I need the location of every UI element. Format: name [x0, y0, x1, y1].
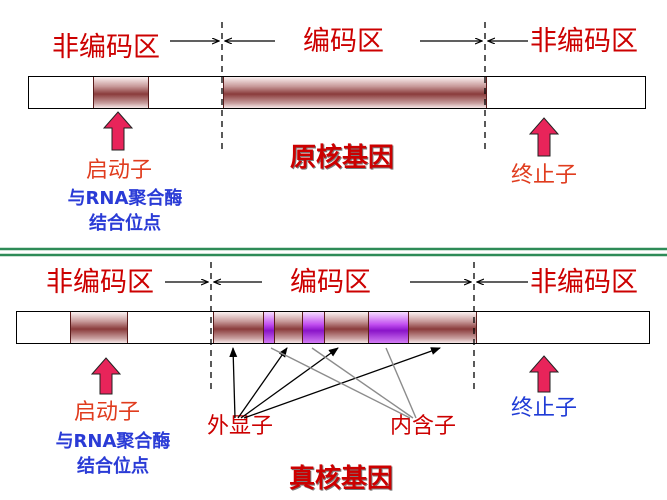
euk-intron-3 — [368, 312, 410, 343]
euk-title: 真核基因 — [289, 464, 394, 494]
euk-rnapol-label-1: 与RNA聚合酶 — [55, 431, 171, 452]
prok-coding-label: 编码区 — [303, 26, 384, 57]
prok-left-noncoding-label: 非编码区 — [52, 32, 160, 63]
prok-terminator-label: 终止子 — [511, 163, 578, 188]
euk-exon-4 — [408, 312, 477, 343]
prok-gene-bar — [28, 76, 646, 109]
intron-pointer-3 — [385, 347, 417, 419]
euk-promoter-arrow-icon — [90, 357, 122, 395]
prok-rnapol-label-2: 结合位点 — [89, 213, 161, 234]
euk-right-noncoding-label: 非编码区 — [530, 267, 638, 298]
euk-intron-label: 内含子 — [390, 414, 457, 439]
euk-promoter-segment — [70, 312, 128, 343]
euk-terminator-label: 终止子 — [511, 396, 578, 421]
euk-left-noncoding-label: 非编码区 — [46, 267, 154, 298]
exon-pointer-1 — [229, 347, 238, 419]
prok-coding-segment — [223, 77, 487, 108]
euk-coding-label: 编码区 — [290, 267, 371, 298]
exon-pointer-3 — [240, 347, 339, 419]
euk-rnapol-label-2: 结合位点 — [77, 456, 149, 477]
prok-promoter-arrow-icon — [102, 111, 134, 151]
prok-rnapol-label-1: 与RNA聚合酶 — [67, 188, 183, 209]
prok-title: 原核基因 — [290, 143, 395, 173]
intron-pointer-1 — [270, 347, 411, 419]
prok-terminator-arrow-icon — [528, 117, 560, 157]
prok-right-noncoding-label: 非编码区 — [530, 26, 638, 57]
exon-pointer-2 — [237, 347, 288, 419]
euk-terminator-arrow-icon — [528, 355, 560, 393]
euk-gene-bar — [16, 311, 650, 344]
prok-promoter-label: 启动子 — [86, 158, 153, 183]
prok-promoter-segment — [93, 77, 149, 108]
euk-exon-label: 外显子 — [207, 414, 274, 439]
intron-pointer-2 — [311, 347, 414, 419]
euk-promoter-label: 启动子 — [74, 400, 141, 425]
